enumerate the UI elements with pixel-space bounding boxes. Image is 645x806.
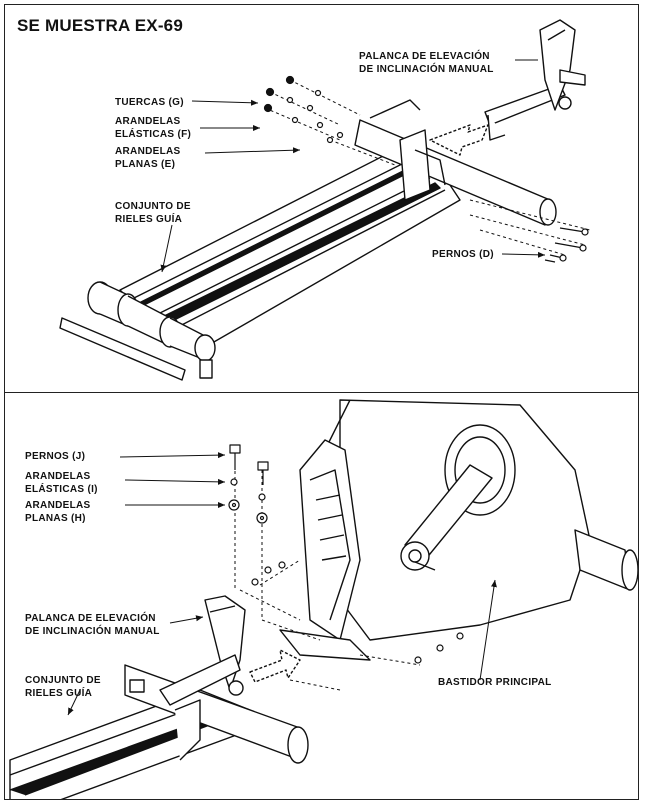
top-label-spring-washers: ARANDELAS ELÁSTICAS (F) [115,116,192,140]
top-panel-illustration [59,19,591,381]
bottom-label-spring-washers: ARANDELAS ELÁSTICAS (I) [25,471,98,495]
main-frame-body [339,399,591,641]
top-label-nuts: TUERCAS (G) [115,97,184,108]
top-label-bolts: PERNOS (D) [432,249,494,260]
top-label-flat-washers: ARANDELAS PLANAS (E) [115,146,181,170]
bottom-panel-illustration [9,399,638,799]
bottom-label-flat-washers: ARANDELAS PLANAS (H) [25,500,91,524]
bottom-label-main-frame: BASTIDOR PRINCIPAL [438,677,552,688]
bottom-label-rail: CONJUNTO DE RIELES GUÍA [25,675,101,699]
bottom-label-lever: PALANCA DE ELEVACIÓN DE INCLINACIÓN MANU… [25,613,160,637]
panel-divider [4,392,639,393]
bottom-label-bolts: PERNOS (J) [25,451,86,462]
diagram-frame [4,4,639,800]
top-label-rail: CONJUNTO DE RIELES GUÍA [115,201,191,225]
top-label-lever: PALANCA DE ELEVACIÓN DE INCLINACIÓN MANU… [359,51,494,75]
page-title: SE MUESTRA EX-69 [17,16,183,35]
